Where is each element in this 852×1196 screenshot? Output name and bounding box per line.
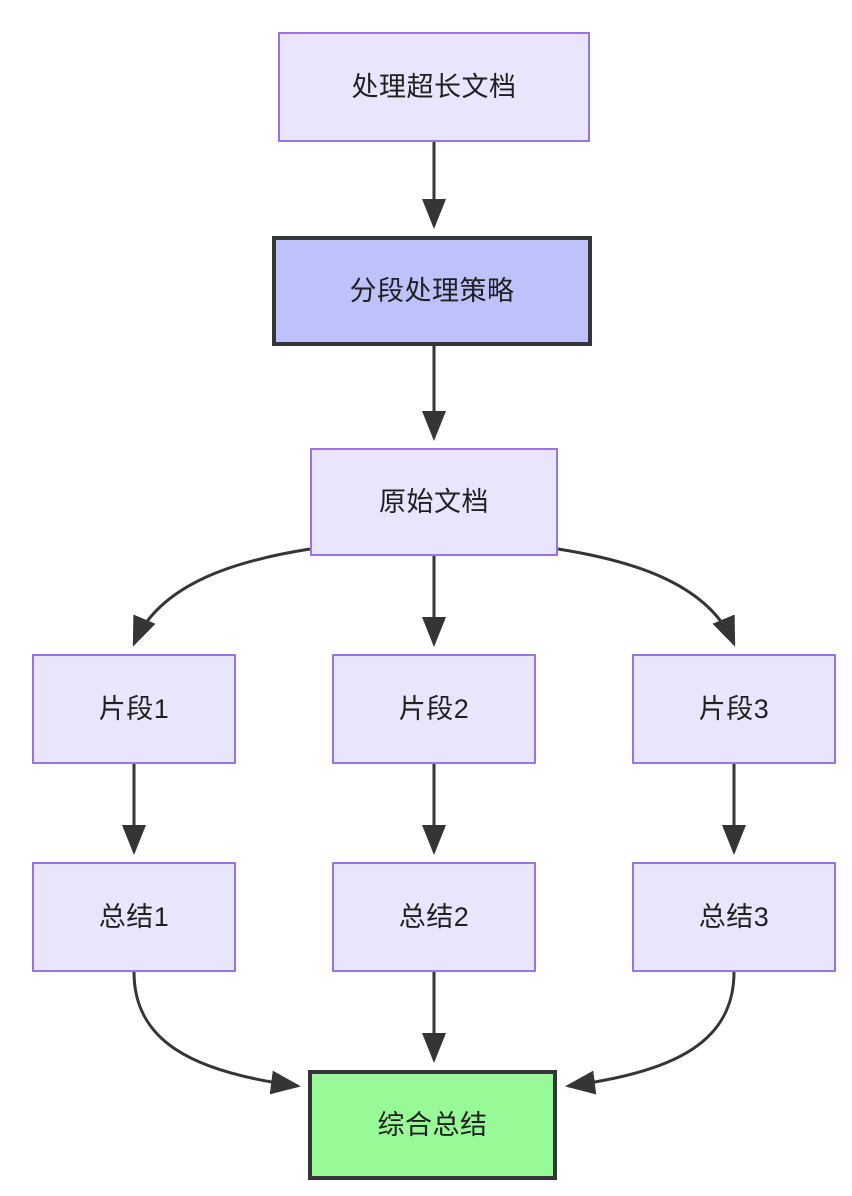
node-summary-1[interactable]: 总结1 [32,862,236,972]
node-label: 片段3 [698,693,770,724]
node-summary-3[interactable]: 总结3 [632,862,836,972]
node-label: 片段1 [98,693,170,724]
node-process-long-document[interactable]: 处理超长文档 [278,32,590,142]
node-label: 片段2 [398,693,470,724]
edge-n9-n10 [565,971,736,1095]
node-label: 处理超长文档 [351,71,517,102]
node-label: 总结1 [98,901,170,932]
edge-n3-n6 [557,547,736,647]
node-label: 总结2 [398,901,470,932]
node-label: 总结3 [698,901,770,932]
node-chunking-strategy[interactable]: 分段处理策略 [272,236,592,346]
node-fragment-2[interactable]: 片段2 [332,654,536,764]
node-fragment-1[interactable]: 片段1 [32,654,236,764]
node-label: 原始文档 [379,486,489,517]
node-fragment-3[interactable]: 片段3 [632,654,836,764]
node-summary-2[interactable]: 总结2 [332,862,536,972]
node-comprehensive-summary[interactable]: 综合总结 [308,1070,557,1180]
edge-n7-n10 [132,971,301,1095]
node-original-document[interactable]: 原始文档 [310,448,558,556]
node-label: 分段处理策略 [349,275,515,306]
edge-n3-n4 [132,547,311,647]
node-label: 综合总结 [377,1109,488,1140]
